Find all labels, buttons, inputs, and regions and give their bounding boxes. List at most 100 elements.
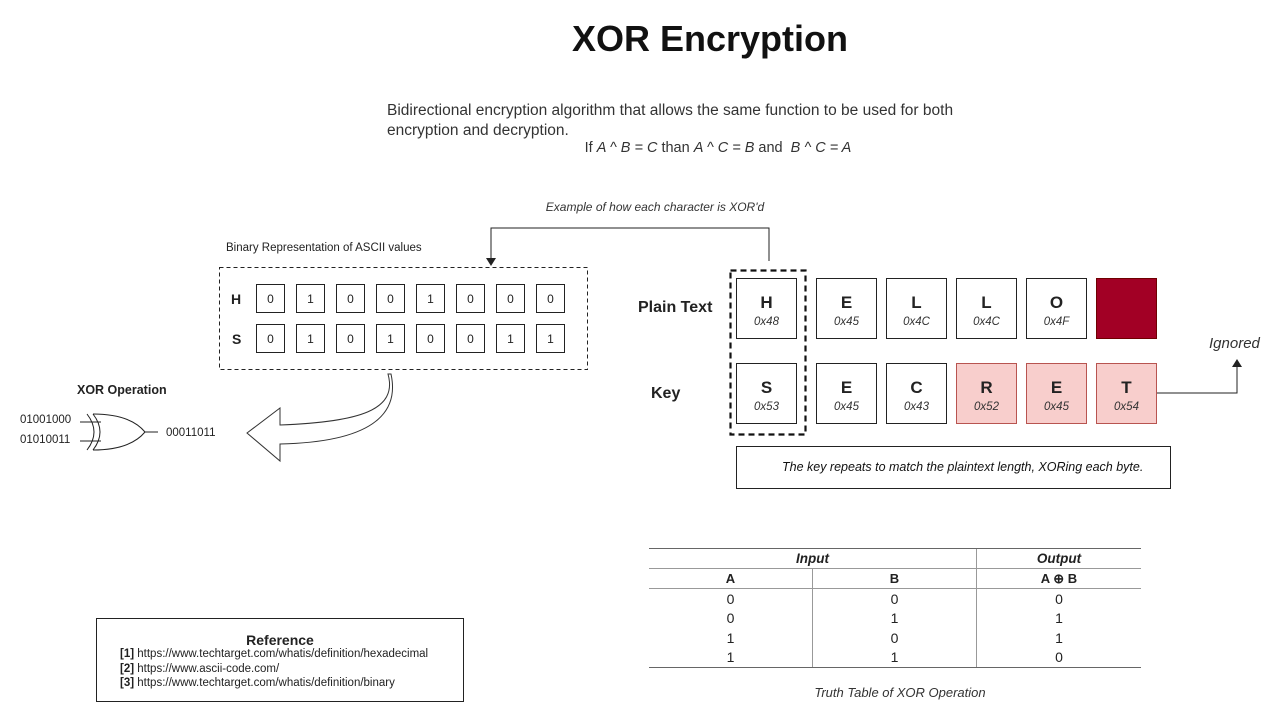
table-cell: 1 (976, 608, 1141, 628)
example-connector (490, 227, 770, 261)
key-char: T (1121, 378, 1132, 397)
table-cell: 0 (976, 588, 1141, 609)
truth-table-col-out: A ⊕ B (976, 568, 1141, 589)
example-caption: Example of how each character is XOR'd (545, 200, 765, 214)
bit-cell: 1 (296, 324, 325, 353)
plain-char-box: H 0x48 (736, 278, 797, 339)
key-hex: 0x52 (974, 401, 999, 413)
xor-input-a: 01001000 (20, 414, 72, 426)
plain-char-box: L 0x4C (886, 278, 947, 339)
truth-table-group-output: Output (976, 548, 1141, 569)
bit-cell: 1 (416, 284, 445, 313)
reference-link[interactable]: https://www.ascii-code.com/ (134, 663, 280, 675)
bit-cell: 0 (376, 284, 405, 313)
plain-hex: 0x45 (834, 316, 859, 328)
plain-char: E (840, 293, 853, 312)
table-cell: 0 (726, 610, 735, 627)
key-char: C (910, 378, 923, 397)
key-hex: 0x45 (1044, 401, 1069, 413)
xor-output: 00011011 (166, 427, 216, 439)
plain-hex: 0x4F (1043, 316, 1070, 328)
bit-cell: 0 (336, 324, 365, 353)
bit-cell: 0 (456, 284, 485, 313)
key-hex: 0x43 (904, 401, 929, 413)
plain-text-label: Plain Text (638, 299, 713, 316)
ignored-label: Ignored (1209, 335, 1260, 352)
bit-cell: 0 (336, 284, 365, 313)
bit-cell: 0 (456, 324, 485, 353)
plain-char-box: O 0x4F (1026, 278, 1087, 339)
plain-char: L (981, 293, 992, 312)
bit-cell: 0 (416, 324, 445, 353)
reference-num: [2] (120, 663, 135, 675)
formula-mid2: and (754, 140, 791, 156)
xor-input-b: 01010011 (20, 434, 71, 446)
reference-link[interactable]: https://www.techtarget.com/whatis/defini… (134, 648, 429, 660)
truth-table: Input Output A B A ⊕ B 0 0 0 0 1 1 1 0 1… (649, 548, 1141, 668)
table-cell: 1 (649, 647, 813, 668)
reference-box: Reference [1] https://www.techtarget.com… (96, 618, 464, 702)
key-hex: 0x54 (1114, 401, 1139, 413)
binary-caption: Binary Representation of ASCII values (226, 242, 422, 254)
formula-prefix: If (584, 140, 597, 156)
key-char-box-overflow: T 0x54 (1096, 363, 1157, 424)
info-note: The key repeats to match the plaintext l… (736, 446, 1171, 489)
formula-part2: A ^ C = B (693, 140, 755, 156)
key-char: E (1050, 378, 1063, 397)
truth-table-col-b: B (812, 568, 977, 589)
truth-table-group-input: Input (649, 548, 977, 569)
key-char-box: S 0x53 (736, 363, 797, 424)
reference-link[interactable]: https://www.techtarget.com/whatis/defini… (134, 677, 395, 689)
formula-part3: B ^ C = A (790, 140, 852, 156)
highlight-first-column (729, 269, 807, 436)
plain-char-box: E 0x45 (816, 278, 877, 339)
binary-row-label-s: S (232, 331, 242, 347)
table-row: 0 0 0 (649, 588, 1141, 609)
bit-cell: 1 (536, 324, 565, 353)
plain-char: L (911, 293, 922, 312)
reference-item: [3] https://www.techtarget.com/whatis/de… (120, 677, 395, 689)
xor-formula: If A ^ B = C than A ^ C = B and B ^ C = … (480, 140, 956, 156)
ignored-block (1096, 278, 1157, 339)
ignored-arrowhead (1232, 359, 1242, 367)
key-char: R (980, 378, 993, 397)
reference-title: Reference (246, 632, 314, 648)
table-cell: 0 (976, 647, 1141, 668)
bit-cell: 0 (496, 284, 525, 313)
reference-num: [3] (120, 677, 135, 689)
truth-table-col-a: A (649, 568, 813, 589)
bit-cell: 1 (296, 284, 325, 313)
table-cell: 1 (812, 647, 977, 668)
key-char-box: C 0x43 (886, 363, 947, 424)
key-char: S (760, 378, 773, 397)
plain-char: H (760, 293, 773, 312)
bit-cell: 1 (496, 324, 525, 353)
formula-part1: A ^ B = C (596, 140, 658, 156)
key-hex: 0x45 (834, 401, 859, 413)
curved-arrow (246, 373, 393, 463)
plain-hex: 0x4C (903, 316, 930, 328)
plain-char: O (1049, 293, 1064, 312)
reference-item: [1] https://www.techtarget.com/whatis/de… (120, 648, 428, 660)
reference-num: [1] (120, 648, 135, 660)
key-hex: 0x53 (754, 401, 779, 413)
bit-cell: 0 (256, 324, 285, 353)
table-cell: 1 (976, 628, 1141, 648)
bit-cell: 1 (376, 324, 405, 353)
table-cell: 0 (726, 590, 735, 607)
table-row: 1 0 1 (649, 628, 1141, 648)
reference-item: [2] https://www.ascii-code.com/ (120, 663, 279, 675)
table-cell: 1 (812, 608, 977, 628)
table-cell: 0 (812, 628, 977, 648)
table-row: 0 1 1 (649, 608, 1141, 628)
binary-row-label-h: H (231, 291, 242, 307)
binary-container (219, 267, 588, 370)
bit-cell: 0 (536, 284, 565, 313)
xor-operation-title: XOR Operation (77, 383, 167, 397)
description: Bidirectional encryption algorithm that … (387, 102, 954, 139)
truth-table-caption: Truth Table of XOR Operation (814, 685, 986, 700)
bit-cell: 0 (256, 284, 285, 313)
plain-hex: 0x48 (754, 316, 779, 328)
